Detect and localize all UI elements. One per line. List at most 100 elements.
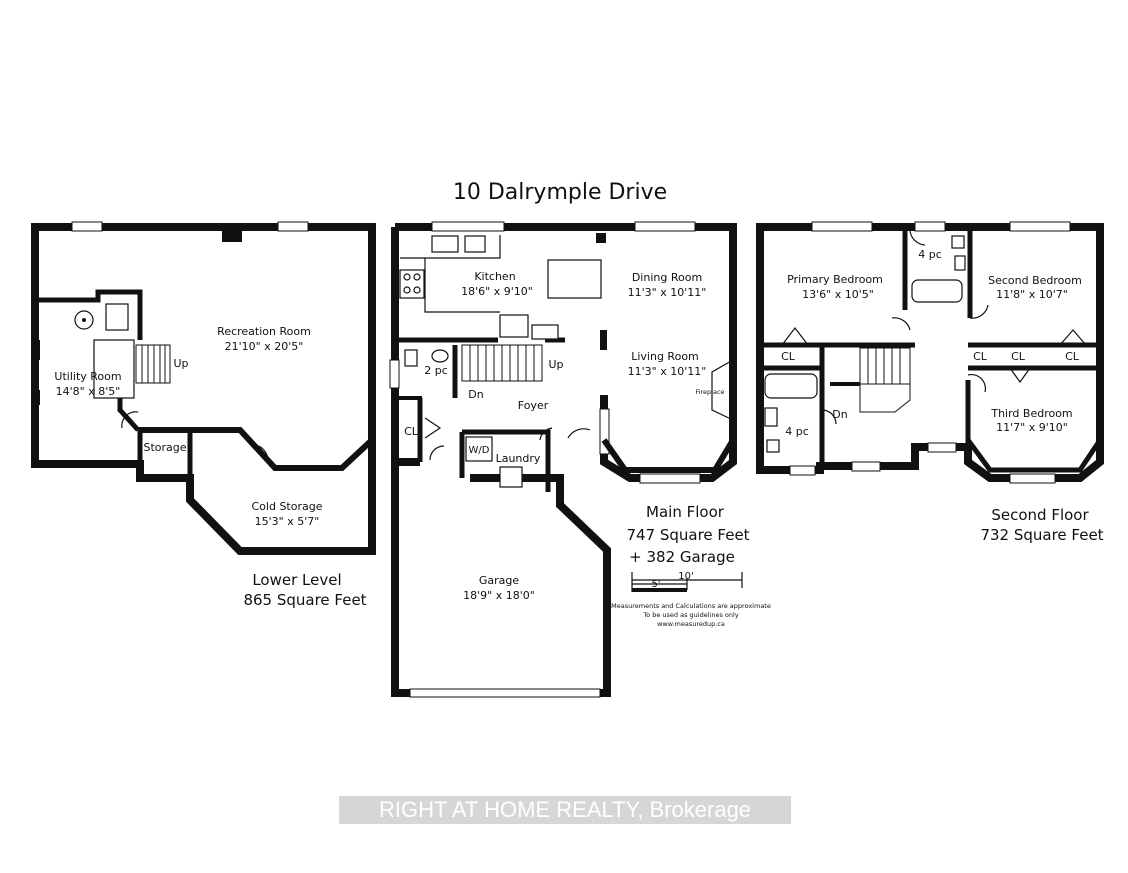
burner-icon xyxy=(403,286,411,294)
support-post xyxy=(222,230,242,242)
garage-area: + 382 Garage xyxy=(629,548,735,566)
door-swing xyxy=(567,428,591,439)
floor-name: Main Floor xyxy=(646,503,725,521)
scale-bar: 10' 5' xyxy=(631,571,743,592)
window xyxy=(71,221,103,232)
room-label: Storage xyxy=(143,441,186,454)
window xyxy=(389,359,400,389)
utility-room-wall xyxy=(38,289,143,340)
washer-dryer-label: W/D xyxy=(469,445,490,456)
window xyxy=(277,221,309,232)
utility-fixture xyxy=(93,339,135,399)
door-swing xyxy=(821,409,837,425)
bathtub-icon xyxy=(764,373,818,399)
kitchen-counter xyxy=(400,235,501,313)
room-label: Recreation Room xyxy=(217,325,311,338)
second-floor-outer-wall xyxy=(756,223,1104,482)
room-dimensions: 11'3" x 10'11" xyxy=(628,365,707,378)
garage-door xyxy=(409,688,601,698)
scale-label-ten: 10' xyxy=(678,571,693,582)
room-dimensions: 15'3" x 5'7" xyxy=(255,515,320,528)
room-dimensions: 18'6" x 9'10" xyxy=(461,285,533,298)
sink-icon xyxy=(431,235,459,253)
washer-dryer-icon xyxy=(465,436,493,462)
brokerage-watermark: RIGHT AT HOME REALTY, Brokerage xyxy=(339,796,791,824)
opening xyxy=(599,408,610,455)
stair-label: Up xyxy=(173,357,188,370)
stair-label: Dn xyxy=(832,408,847,421)
window xyxy=(851,461,881,472)
bath-label: 4 pc xyxy=(785,425,809,438)
main-floor-plan: Kitchen 18'6" x 9'10" Dining Room 11'3" … xyxy=(389,221,750,698)
sink-icon xyxy=(431,349,449,363)
burner-icon xyxy=(413,286,421,294)
kitchen-island xyxy=(547,259,602,299)
disclaimer-line: To be used as guidelines only xyxy=(642,611,738,619)
sink-icon xyxy=(766,439,780,453)
toilet-icon xyxy=(404,349,418,367)
burner-icon xyxy=(413,273,421,281)
door-swing xyxy=(254,444,269,461)
floor-name: Lower Level xyxy=(252,571,341,589)
garage-outer-wall xyxy=(391,462,611,697)
plan-title: 10 Dalrymple Drive xyxy=(453,180,667,205)
bath-label: 4 pc xyxy=(918,248,942,261)
support-post xyxy=(596,233,606,243)
window xyxy=(811,221,873,232)
laundry-wall xyxy=(462,429,551,492)
toilet-icon xyxy=(764,407,778,427)
room-label: Second Bedroom xyxy=(988,274,1082,287)
floor-area: 732 Square Feet xyxy=(980,526,1103,544)
closet-label: CL xyxy=(1011,350,1026,363)
room-dimensions: 11'7" x 9'10" xyxy=(996,421,1068,434)
bay-wall xyxy=(965,438,1103,473)
furnace-icon xyxy=(105,303,129,331)
room-dimensions: 21'10" x 20'5" xyxy=(225,340,304,353)
door-swing xyxy=(539,427,553,441)
disclaimer-line: www.measuredup.ca xyxy=(657,620,725,628)
window xyxy=(634,221,696,232)
upper-stairs xyxy=(859,347,911,413)
room-label: Foyer xyxy=(518,399,549,412)
support-post xyxy=(32,340,40,360)
room-label: Primary Bedroom xyxy=(787,273,883,286)
room-label: Kitchen xyxy=(474,270,515,283)
closet-door xyxy=(1009,367,1031,384)
door-swing xyxy=(967,373,987,393)
lower-level-outer-wall xyxy=(31,223,376,555)
second-floor-plan: Primary Bedroom 13'6" x 10'5" Second Bed… xyxy=(756,221,1104,544)
closet-label: CL xyxy=(404,425,419,438)
door-swing xyxy=(429,445,445,461)
room-label: Dining Room xyxy=(632,271,702,284)
room-dimensions: 14'8" x 8'5" xyxy=(56,385,121,398)
main-floor-outer-wall xyxy=(395,223,737,482)
room-dimensions: 13'6" x 10'5" xyxy=(802,288,874,301)
door-swing xyxy=(121,411,139,429)
lower-level-plan: Recreation Room 21'10" x 20'5" Utility R… xyxy=(31,221,376,609)
room-label: Living Room xyxy=(631,350,699,363)
scale-label-five: 5' xyxy=(651,579,660,590)
closet-door xyxy=(1059,329,1087,346)
window xyxy=(639,473,701,484)
bath-label: 2 pc xyxy=(424,364,448,377)
stair-label: Up xyxy=(548,358,563,371)
main-stairs xyxy=(461,344,543,382)
room-dimensions: 11'8" x 10'7" xyxy=(996,288,1068,301)
room-label: Garage xyxy=(479,574,520,587)
closet-label: CL xyxy=(1065,350,1080,363)
water-heater-icon xyxy=(82,318,86,322)
closet-door xyxy=(424,417,442,439)
window xyxy=(914,221,946,232)
fridge-icon xyxy=(499,314,529,338)
support-post xyxy=(600,330,607,350)
fireplace-label: Fireplace xyxy=(695,388,724,396)
floor-area: 747 Square Feet xyxy=(626,526,749,544)
room-label: Cold Storage xyxy=(252,500,323,513)
burner-icon xyxy=(403,273,411,281)
support-post xyxy=(32,390,40,405)
room-dimensions: 18'9" x 18'0" xyxy=(463,589,535,602)
counter-icon xyxy=(531,324,559,340)
dishwasher-icon xyxy=(464,235,486,253)
floor-area: 865 Square Feet xyxy=(243,591,366,609)
